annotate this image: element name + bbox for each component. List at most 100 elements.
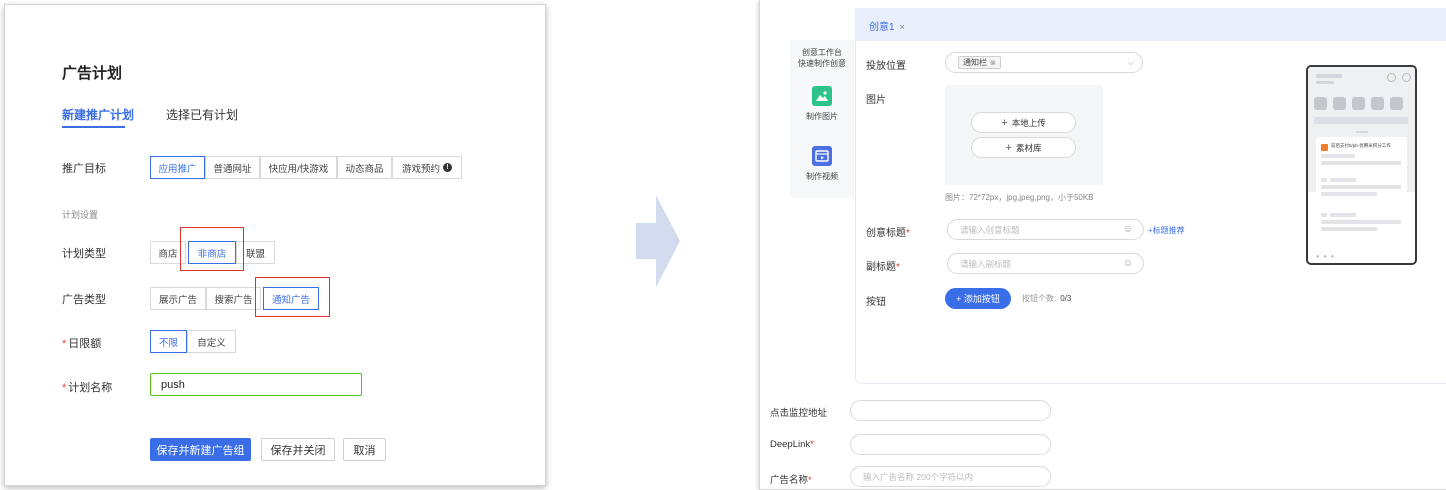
creative-tab-bar: 创意1 × <box>855 8 1446 41</box>
placement-chip-label: 通知栏 <box>963 58 987 67</box>
required-mark: * <box>62 338 67 350</box>
placeholder-line <box>1330 178 1356 182</box>
button-count: 按钮个数:0/3 <box>1022 293 1071 304</box>
promotion-target-option-app[interactable]: 应用推广 <box>150 156 205 179</box>
required-mark: * <box>896 262 900 273</box>
plan-type-option-non-store[interactable]: 非商店 <box>188 241 236 264</box>
daily-budget-option-unlimited[interactable]: 不限 <box>150 330 187 353</box>
add-button-button[interactable]: + 添加按钮 <box>945 288 1011 309</box>
promotion-target-label: 推广目标 <box>62 163 106 175</box>
save-and-close-button[interactable]: 保存并关闭 <box>261 438 335 461</box>
promotion-target-option-dynamic[interactable]: 动态商品 <box>337 156 392 179</box>
status-bar-line <box>1316 74 1342 78</box>
notification-app-icon <box>1321 144 1328 151</box>
handle-bar <box>1356 131 1368 133</box>
ad-name-input[interactable]: 输入广告名称 200个字符以内 <box>850 466 1051 487</box>
sidebar-item-make-video[interactable]: 制作视频 <box>790 146 854 182</box>
button-count-label: 按钮个数: <box>1022 294 1057 303</box>
local-upload-label: 本地上传 <box>1011 117 1046 128</box>
plus-icon: + <box>1005 141 1012 154</box>
ad-name-label: 广告名称* <box>770 472 812 486</box>
quick-toggle-icon <box>1314 97 1327 110</box>
plan-name-label: *计划名称 <box>62 379 112 395</box>
placement-chip: 通知栏⊗ <box>958 56 1001 69</box>
promotion-target-option-game-reserve[interactable]: 游戏预约 ! <box>392 156 462 179</box>
creative-title-placeholder: 请输入创意标题 <box>960 224 1020 235</box>
promotion-target-option-quickapp[interactable]: 快应用/快游戏 <box>260 156 337 179</box>
subtitle-placeholder: 请输入副标题 <box>960 258 1012 269</box>
save-and-new-group-button[interactable]: 保存并新建广告组 <box>150 438 251 461</box>
cancel-button[interactable]: 取消 <box>343 438 386 461</box>
material-library-label: 素材库 <box>1015 142 1042 153</box>
ad-type-option-display[interactable]: 展示广告 <box>150 287 206 310</box>
plan-name-value: push <box>161 378 185 391</box>
highlight-box-notification <box>255 277 330 317</box>
required-mark: * <box>810 439 814 450</box>
video-icon <box>812 146 832 166</box>
placeholder-line <box>1321 161 1401 165</box>
placement-select[interactable]: 通知栏⊗ ⌵ <box>945 52 1143 73</box>
creative-title-input[interactable]: 请输入创意标题 ☺ <box>947 219 1144 240</box>
button-count-value: 0/3 <box>1060 294 1072 303</box>
chevron-down-icon: ⌵ <box>1127 58 1134 67</box>
click-monitor-url-input[interactable] <box>850 400 1051 421</box>
ad-type-option-search[interactable]: 搜索广告 <box>206 287 261 310</box>
click-monitor-url-label: 点击监控地址 <box>770 405 827 419</box>
creative-body <box>855 41 1446 384</box>
placement-label: 投放位置 <box>866 61 906 72</box>
workbench-title: 创意工作台 <box>802 48 842 57</box>
title-recommend-link[interactable]: +标题推荐 <box>1148 226 1185 235</box>
plan-type-option-alliance[interactable]: 联盟 <box>236 241 275 264</box>
plan-name-input[interactable]: push <box>150 373 362 396</box>
creative-editor-panel: 创意1× 创意工作台 快速制作创意 制作图片 制作视频 投放位置 通知栏⊗ ⌵ … <box>759 0 1446 490</box>
image-spec-hint: 图片：72*72px，jpg,jpeg,png，小于50KB <box>945 193 1094 202</box>
creative-title-label: 创意标题* <box>866 224 910 239</box>
placeholder-line <box>1321 185 1401 189</box>
deeplink-input[interactable] <box>850 434 1051 455</box>
emoji-icon[interactable]: ☺ <box>1122 224 1133 235</box>
daily-budget-label-text: 日限额 <box>68 338 102 350</box>
status-bar-line <box>1316 81 1334 84</box>
tab-new-plan[interactable]: 新建推广计划 <box>62 108 135 122</box>
tab-existing-plan[interactable]: 选择已有计划 <box>166 108 239 122</box>
ad-type-option-notification[interactable]: 通知广告 <box>263 287 319 310</box>
placeholder-line <box>1321 192 1377 196</box>
quick-toggle-icon <box>1390 97 1403 110</box>
required-mark: * <box>62 382 67 394</box>
quick-toggle-icon <box>1371 97 1384 110</box>
emoji-icon[interactable]: ☺ <box>1122 258 1133 269</box>
workbench-subtitle: 快速制作创意 <box>798 59 846 68</box>
promotion-target-option-url[interactable]: 普通网址 <box>205 156 260 179</box>
sidebar-item-label: 制作视频 <box>806 172 838 181</box>
plus-icon: + <box>1001 116 1008 129</box>
placeholder-line <box>1321 220 1401 224</box>
plan-type-option-store[interactable]: 商店 <box>150 241 186 264</box>
notification-text: 前后支付5/pb-优腾米积分工作 <box>1331 143 1391 148</box>
sidebar-item-label: 制作图片 <box>806 112 838 121</box>
sidebar-item-make-image[interactable]: 制作图片 <box>790 86 854 122</box>
quick-toggle-icon <box>1352 97 1365 110</box>
phone-preview: 前后支付5/pb-优腾米积分工作 ● ● ● <box>1306 65 1417 265</box>
close-icon[interactable]: × <box>899 22 905 32</box>
placeholder-line <box>1321 178 1327 182</box>
highlight-box-non-store <box>180 227 244 271</box>
deeplink-label-text: DeepLink <box>770 439 811 450</box>
chip-close-icon[interactable]: ⊗ <box>990 59 996 67</box>
arrow-right-icon <box>636 195 680 287</box>
notification-card: 前后支付5/pb-优腾米积分工作 <box>1316 137 1407 247</box>
tab-creative-1[interactable]: 创意1 × <box>869 18 905 33</box>
info-icon: ! <box>443 163 452 172</box>
edit-icon <box>1402 73 1411 82</box>
subtitle-label-text: 副标题 <box>866 262 896 273</box>
material-library-button[interactable]: +素材库 <box>971 137 1076 158</box>
subtitle-input[interactable]: 请输入副标题 ☺ <box>947 253 1144 274</box>
plan-name-label-text: 计划名称 <box>68 382 113 394</box>
settings-icon <box>1387 73 1396 82</box>
page-title: 广告计划 <box>62 65 123 82</box>
local-upload-button[interactable]: +本地上传 <box>971 112 1076 133</box>
button-field-label: 按钮 <box>866 297 886 308</box>
image-upload-area: +本地上传 +素材库 <box>945 85 1103 185</box>
daily-budget-option-custom[interactable]: 自定义 <box>187 330 236 353</box>
tab-creative-1-label: 创意1 <box>869 22 895 33</box>
image-label: 图片 <box>866 95 886 106</box>
